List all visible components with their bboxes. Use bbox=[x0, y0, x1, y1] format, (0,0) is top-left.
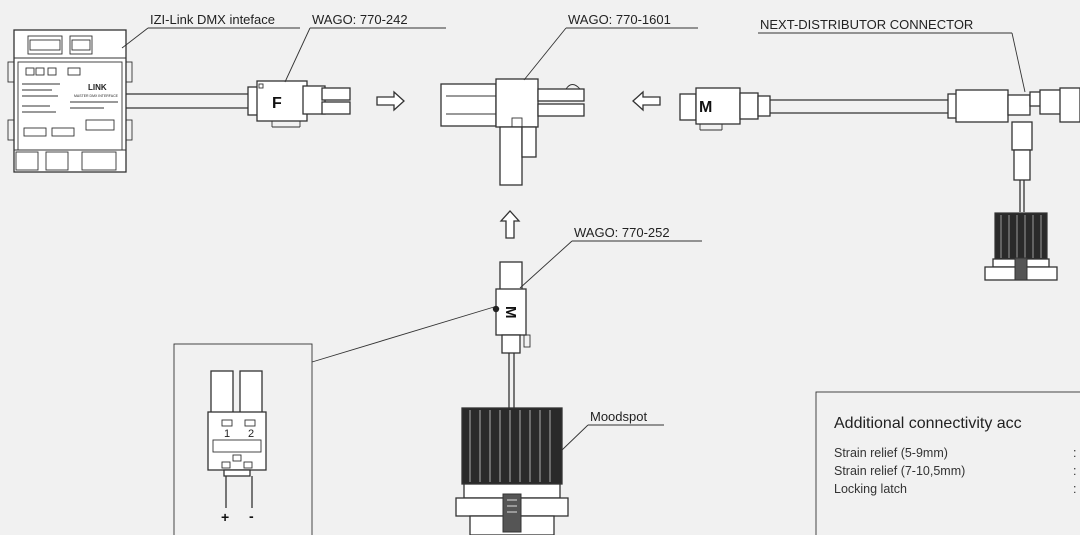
plus-label: + bbox=[221, 509, 229, 525]
male-vertical-mark: M bbox=[502, 306, 519, 319]
label-izi-link: IZI-Link DMX inteface bbox=[150, 12, 275, 27]
arrow-up-icon bbox=[499, 210, 521, 239]
cable-to-moodspot bbox=[508, 353, 515, 408]
cable-device-to-f bbox=[126, 93, 252, 109]
male-connector-mark: M bbox=[699, 99, 712, 116]
pin-1-label: 1 bbox=[224, 428, 230, 440]
device-subtitle: MASTER DMX INTERFACE bbox=[74, 94, 119, 98]
accessory-item-name: Strain relief (7-10,5mm) bbox=[834, 464, 965, 478]
arrow-left-icon bbox=[632, 90, 661, 112]
accessory-item-sep: : bbox=[1073, 464, 1076, 478]
cable-m-to-distributor bbox=[770, 99, 952, 114]
male-connector-right: M bbox=[679, 87, 771, 131]
accessory-item-name: Locking latch bbox=[834, 482, 907, 496]
connector-detail-box: 1 2 + - bbox=[173, 306, 495, 535]
accessory-item-sep: : bbox=[1073, 482, 1076, 496]
accessory-item-name: Strain relief (5-9mm) bbox=[834, 446, 948, 460]
izi-link-device: LINK MASTER DMX INTERFACE bbox=[7, 29, 133, 173]
wago-770-242-connector: F bbox=[247, 80, 351, 128]
device-brand: LINK bbox=[88, 83, 107, 92]
label-wago-1601: WAGO: 770-1601 bbox=[568, 12, 671, 27]
label-wago-252: WAGO: 770-252 bbox=[574, 225, 670, 240]
accessory-item-sep: : bbox=[1073, 446, 1076, 460]
female-connector-mark: F bbox=[272, 95, 282, 112]
moodspot-right bbox=[984, 212, 1058, 281]
wago-770-1601-distributor bbox=[440, 78, 585, 186]
arrow-right-icon bbox=[376, 90, 405, 112]
next-distributor-connector bbox=[947, 87, 1080, 212]
accessories-title: Additional connectivity acc bbox=[834, 415, 1022, 432]
label-next-distributor: NEXT-DISTRIBUTOR CONNECTOR bbox=[760, 17, 973, 32]
moodspot-center bbox=[455, 407, 569, 535]
accessories-box: Additional connectivity acc Strain relie… bbox=[815, 391, 1080, 535]
minus-label: - bbox=[249, 508, 254, 524]
label-wago-242: WAGO: 770-242 bbox=[312, 12, 408, 27]
pin-2-label: 2 bbox=[248, 428, 254, 440]
label-moodspot: Moodspot bbox=[590, 409, 647, 424]
label-leaders bbox=[121, 27, 1026, 451]
wago-770-252-connector: M bbox=[492, 261, 531, 354]
